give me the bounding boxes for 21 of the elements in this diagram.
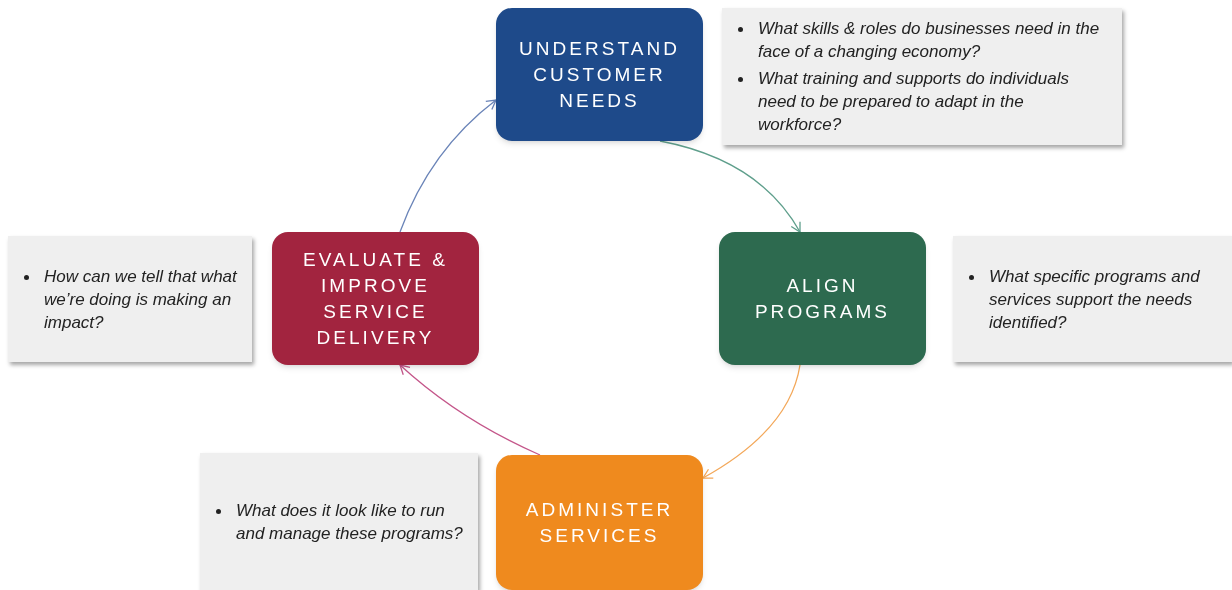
step-box <box>719 232 926 365</box>
step-box <box>496 455 703 590</box>
question-card <box>953 236 1232 362</box>
step-box <box>496 8 703 141</box>
step-box <box>272 232 479 365</box>
question-text: What specific programs and services support the needs identified? <box>989 265 1201 334</box>
question-text: What skills & roles do businesses need in the face of a changing economy? <box>758 18 1101 63</box>
question-card <box>200 453 478 590</box>
question-text: How can we tell that what we’re doing is making an impact? <box>44 265 239 334</box>
question-text: What does it look like to run and manage these programs? <box>236 499 464 545</box>
step-title: UNDERSTAND CUSTOMER NEEDS <box>518 36 681 113</box>
curved-arrow <box>659 140 801 233</box>
step-title: ADMINISTER SERVICES <box>524 497 675 548</box>
question-card <box>722 8 1122 145</box>
step-title: EVALUATE & IMPROVE SERVICE DELIVERY <box>302 247 449 350</box>
step-title: ALIGN PROGRAMS <box>753 273 892 324</box>
curved-arrow <box>702 364 801 479</box>
question-text: What training and supports do individuals need to be prepared to adapt in the workforce? <box>758 68 1070 136</box>
question-card <box>8 236 252 362</box>
curved-arrow <box>399 364 541 456</box>
curved-arrow <box>399 99 497 233</box>
